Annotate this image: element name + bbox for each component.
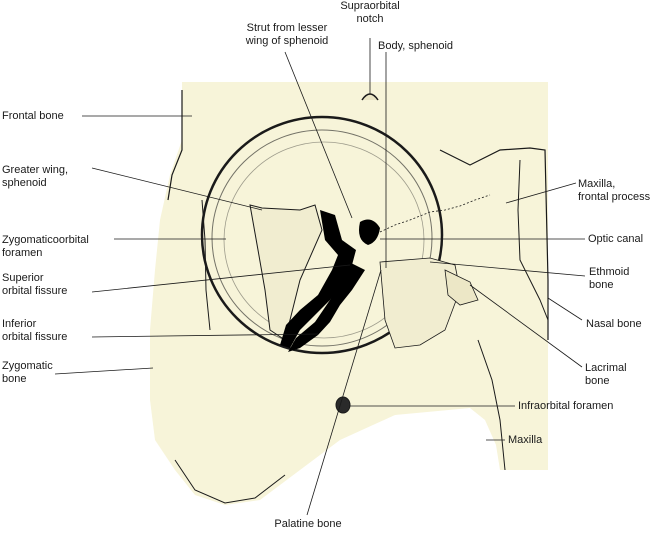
zygomatic-suture: [201, 199, 211, 331]
orbital-rim: [200, 115, 444, 355]
label-maxilla: Maxilla: [508, 434, 543, 446]
label-superior-orbital-fissure: Superior orbital fissure: [2, 272, 68, 297]
nasal-bone-outline: [517, 159, 549, 321]
leader-maxilla-frontal-process: [505, 182, 577, 204]
label-supraorbital-notch: Supraorbital notch: [340, 0, 400, 25]
leader-ethmoid: [429, 261, 586, 277]
orbital-wall-contour: [223, 141, 425, 339]
label-inferior-orbital-fissure: Inferior orbital fissure: [2, 318, 68, 343]
label-strut-lesser-wing: Strut from lesser wing of sphenoid: [245, 22, 329, 47]
leader-strut: [284, 51, 353, 219]
orbital-rim-inner: [211, 129, 433, 347]
leader-nasal-bone: [547, 297, 583, 321]
label-maxilla-frontal-process: Maxilla, frontal process: [578, 178, 650, 203]
maxilla-outline: [477, 339, 506, 471]
leader-zygomatic-bone: [54, 367, 154, 375]
label-greater-wing: Greater wing, sphenoid: [2, 164, 69, 189]
label-zygomaticoorbital-foramen: Zygomaticoorbital foramen: [2, 234, 89, 259]
label-infraorbital-foramen: Infraorbital foramen: [518, 400, 614, 412]
label-ethmoid-bone: Ethmoid bone: [589, 266, 630, 291]
ethmoid-plate: [379, 257, 461, 349]
inferior-orbital-fissure-shape: [288, 260, 365, 352]
maxilla-frontal-process-outline: [439, 147, 549, 340]
label-lacrimal-bone: Lacrimal bone: [585, 362, 627, 387]
infraorbital-foramen-shape: [335, 396, 351, 414]
leader-lacrimal: [469, 284, 583, 368]
label-optic-canal: Optic canal: [588, 233, 644, 245]
label-zygomatic-bone: Zygomatic bone: [2, 360, 53, 385]
leader-inferior-orbital-fissure: [91, 333, 319, 338]
leader-superior-orbital-fissure: [91, 264, 351, 293]
label-body-sphenoid: Body, sphenoid: [378, 40, 454, 52]
leader-palatine: [306, 269, 382, 516]
label-frontal-bone: Frontal bone: [2, 110, 64, 122]
sphenoid-suture: [379, 194, 491, 233]
greater-wing-plate: [249, 204, 323, 341]
optic-canal-shape: [359, 219, 380, 245]
zygomatic-outline: [174, 459, 286, 504]
lacrimal-plate: [444, 269, 479, 306]
leader-greater-wing: [91, 167, 263, 211]
label-nasal-bone: Nasal bone: [586, 318, 642, 330]
label-palatine-bone: Palatine bone: [274, 518, 342, 530]
superior-orbital-fissure-shape: [280, 210, 356, 348]
